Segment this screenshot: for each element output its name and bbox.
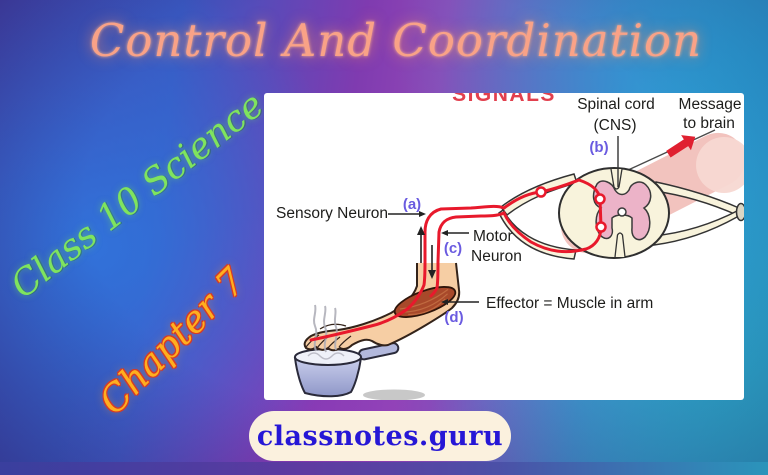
steam-icon bbox=[313, 304, 338, 353]
arrow-up-icon bbox=[417, 226, 425, 235]
watermark-pill: classnotes.guru bbox=[249, 411, 511, 461]
effector-label: Effector = Muscle in arm bbox=[486, 295, 653, 312]
message-label-line2: to brain bbox=[683, 115, 735, 132]
label-pointer-lines bbox=[388, 211, 479, 305]
pot-steam-surface bbox=[307, 352, 345, 360]
arm-skin bbox=[304, 263, 460, 351]
marker-d: (d) bbox=[444, 309, 463, 326]
reflex-arc-path bbox=[309, 178, 607, 342]
spinal-cord-label-line1: Spinal cord bbox=[577, 96, 655, 113]
impulse-direction-arrows bbox=[417, 226, 436, 279]
watermark-text: classnotes.guru bbox=[256, 420, 504, 452]
spinal-cord-label-line2: (CNS) bbox=[593, 117, 636, 134]
arrow-down-icon bbox=[428, 270, 436, 279]
left-ventral-root bbox=[498, 208, 577, 260]
chapter-badge: Chapter 7 bbox=[90, 259, 254, 423]
arm-outline bbox=[303, 262, 461, 352]
central-canal bbox=[617, 207, 627, 217]
marker-c: (c) bbox=[444, 240, 462, 257]
signals-heading: SIGNALS bbox=[452, 93, 556, 106]
pot-shadow bbox=[363, 389, 425, 400]
marker-a: (a) bbox=[403, 196, 421, 213]
reflex-arc-diagram: SIGNALS bbox=[276, 93, 744, 400]
ventral-fissure bbox=[614, 232, 626, 258]
saucepan-illustration bbox=[293, 342, 425, 400]
bottom-edge-strip bbox=[0, 462, 768, 475]
pot-body bbox=[293, 357, 363, 398]
synapse-node bbox=[595, 221, 607, 233]
pot-rim bbox=[294, 348, 362, 366]
reflex-arc-diagram-panel: SIGNALS bbox=[264, 93, 744, 400]
sensory-neuron-label: Sensory Neuron bbox=[276, 205, 388, 222]
synapse-node bbox=[594, 193, 606, 205]
muscle-effector bbox=[393, 286, 457, 318]
neuron-red-line bbox=[309, 178, 603, 342]
nerve-end-cap bbox=[735, 202, 744, 222]
synapse-node bbox=[535, 186, 547, 198]
motor-neuron-label-line1: Motor bbox=[473, 228, 513, 245]
message-arrow-icon bbox=[666, 135, 696, 158]
marker-b: (b) bbox=[589, 139, 608, 156]
message-label-line1: Message bbox=[679, 96, 742, 113]
poster-title: Control And Coordination bbox=[89, 14, 703, 67]
motor-neuron-label-line2: Neuron bbox=[471, 248, 522, 265]
